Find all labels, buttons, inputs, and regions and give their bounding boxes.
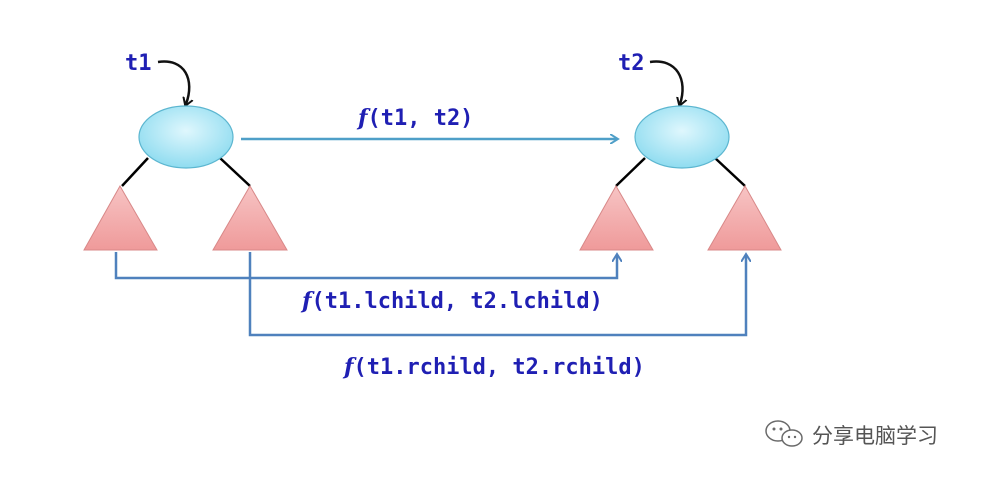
watermark: 分享电脑学习 — [765, 420, 938, 448]
rchild-call-label: f(t1.rchild, t2.rchild) — [342, 354, 645, 380]
watermark-text: 分享电脑学习 — [812, 424, 938, 448]
rchild-call-connector — [248, 252, 746, 337]
wechat-icon — [765, 420, 803, 447]
tree-t2: t2 — [579, 51, 782, 251]
t1-pointer-arrow — [157, 60, 189, 104]
t1-left-subtree — [83, 184, 158, 251]
t2-root-node — [634, 105, 730, 169]
t2-left-subtree — [579, 184, 654, 251]
lchild-call-fn: f — [300, 288, 315, 314]
t2-right-edge — [714, 157, 746, 187]
lchild-call-connector — [114, 252, 617, 280]
t1-root-node — [138, 105, 234, 169]
root-call-fn: f — [356, 105, 371, 131]
t2-label: t2 — [618, 51, 645, 76]
t2-pointer-arrow — [649, 60, 683, 104]
t1-right-subtree — [212, 185, 288, 251]
rchild-call-args: (t1.rchild, t2.rchild) — [353, 355, 644, 380]
tree-t1: t1 — [83, 51, 288, 251]
root-call-label: f(t1, t2) — [356, 105, 473, 131]
t2-left-edge — [615, 157, 646, 187]
t2-right-subtree — [707, 184, 782, 251]
t1-label: t1 — [125, 51, 152, 76]
root-call-args: (t1, t2) — [367, 106, 473, 131]
lchild-call-args: (t1.lchild, t2.lchild) — [311, 289, 602, 314]
t1-right-edge — [219, 157, 251, 187]
t1-left-edge — [121, 157, 149, 187]
rchild-call-fn: f — [342, 354, 357, 380]
lchild-call-label: f(t1.lchild, t2.lchild) — [300, 288, 603, 314]
